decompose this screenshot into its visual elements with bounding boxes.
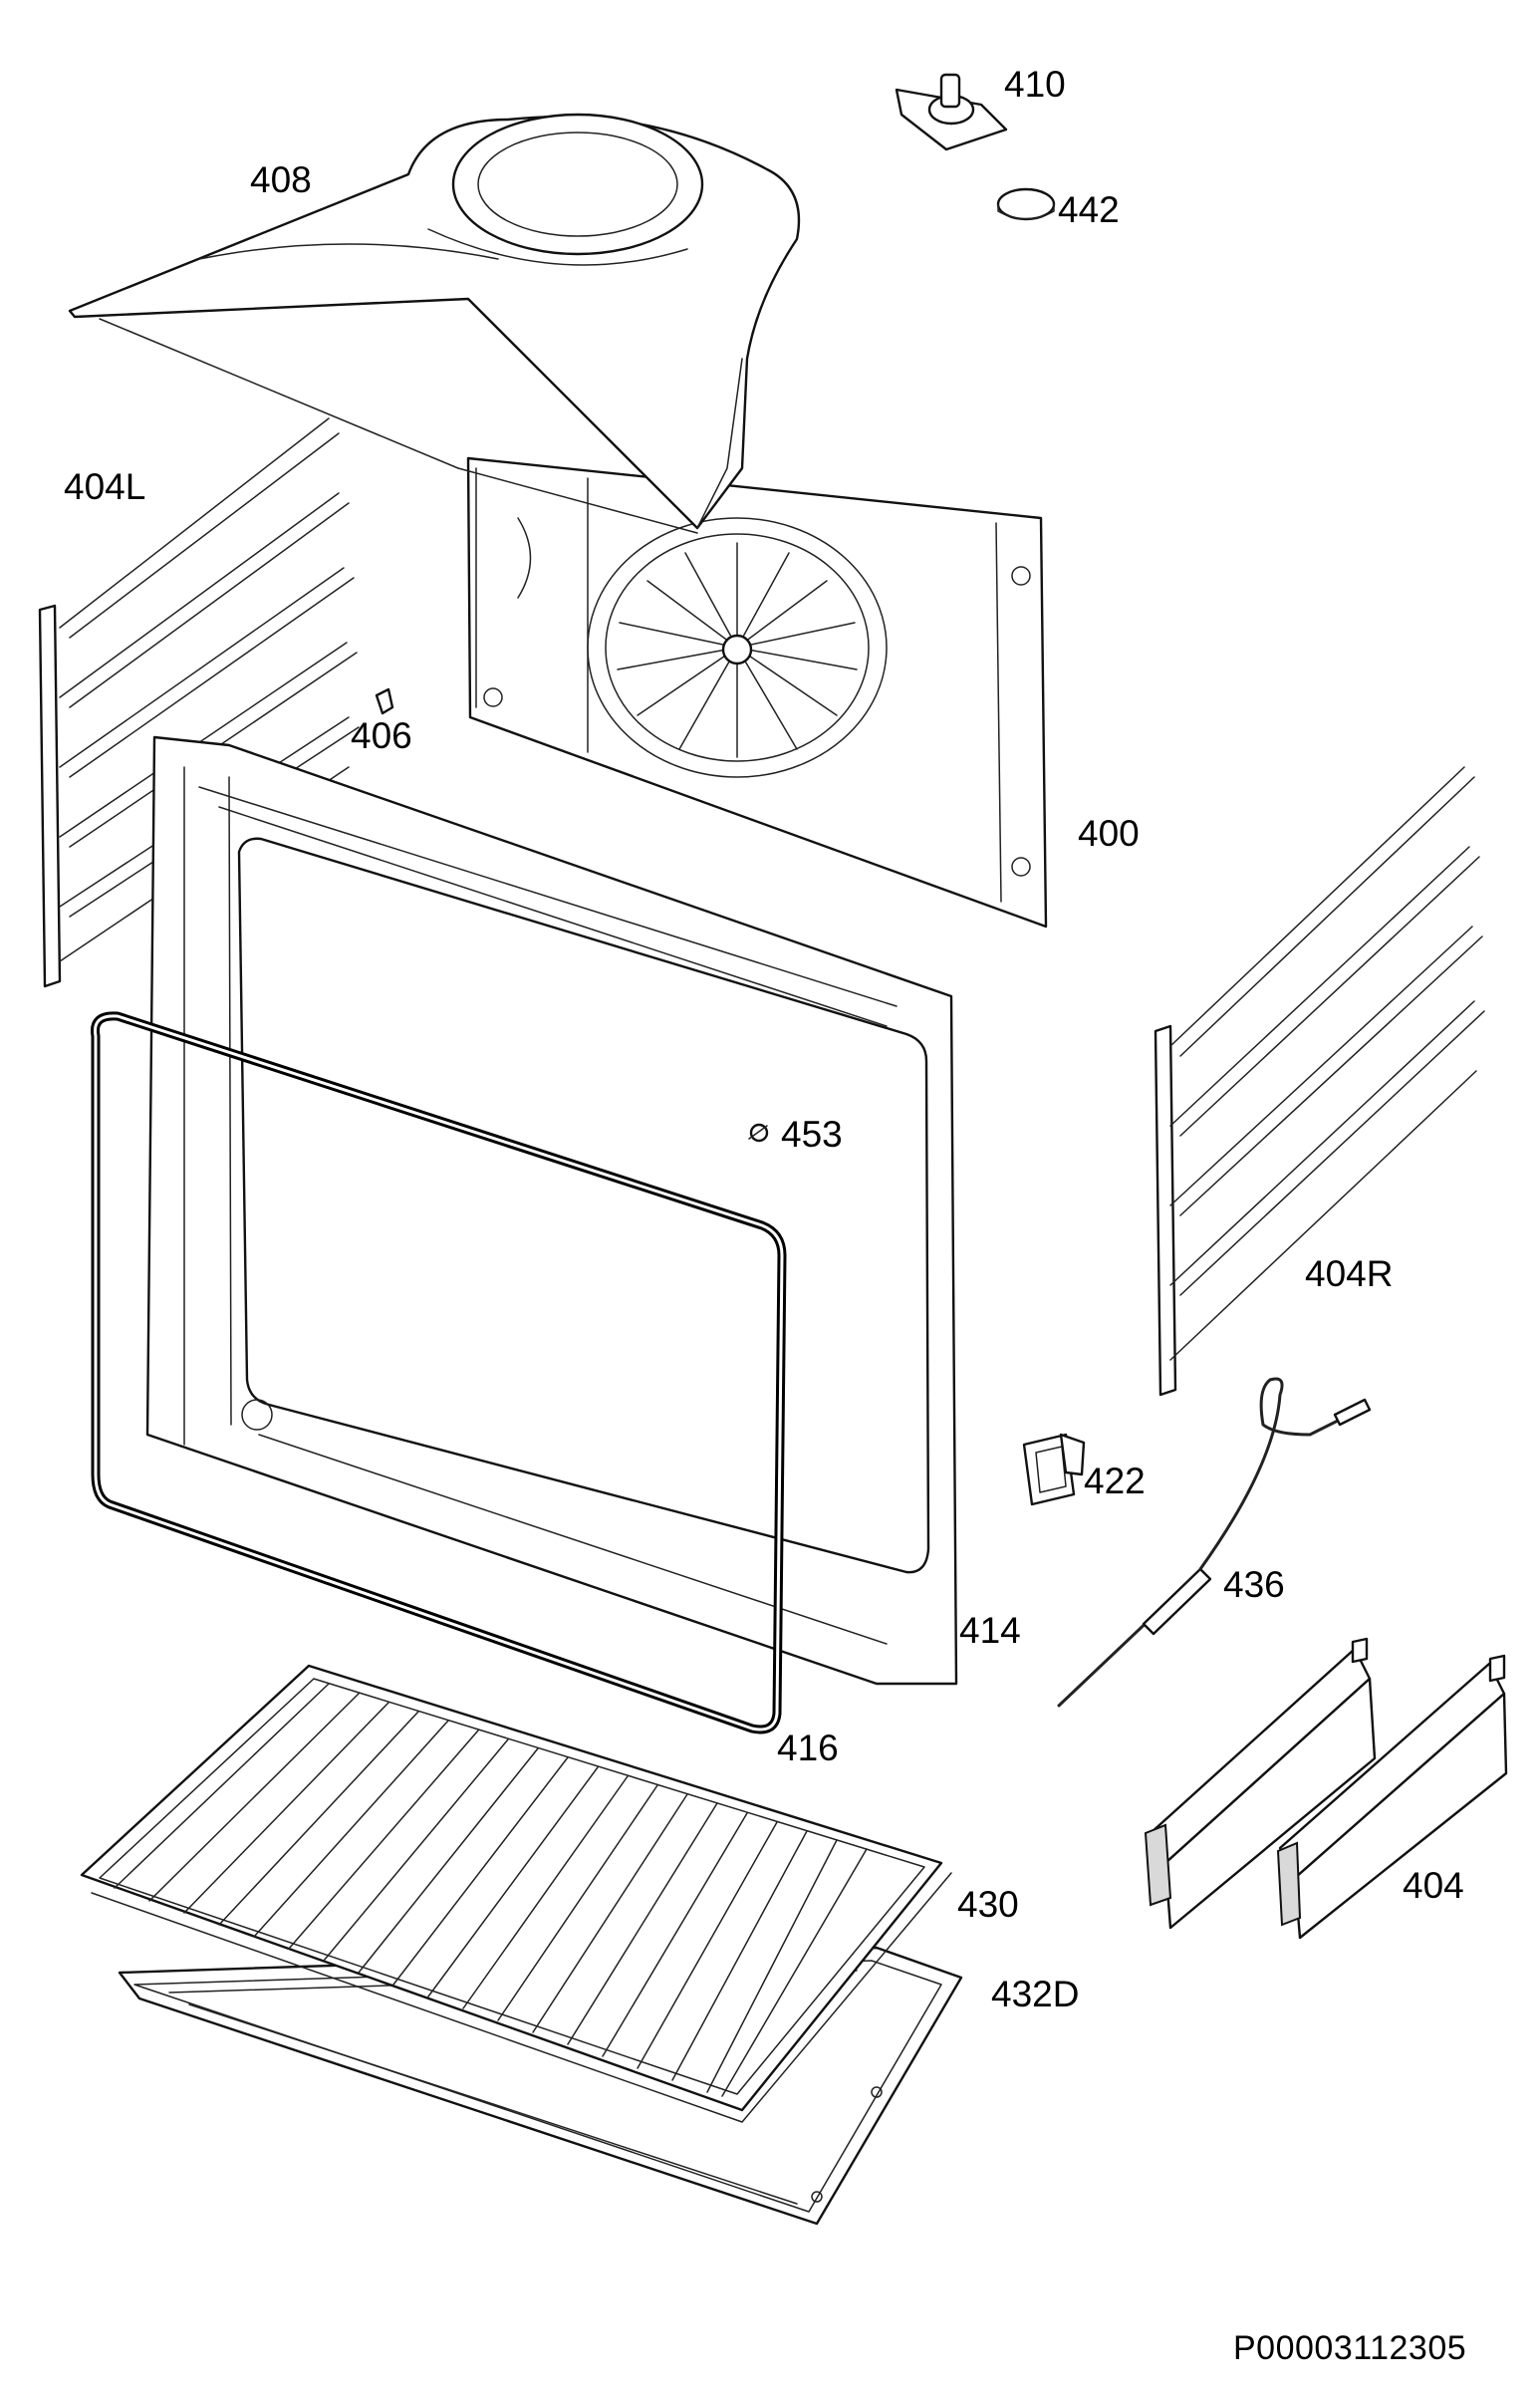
part-422-lamp-holder <box>1022 1433 1086 1506</box>
fan-grille <box>617 542 858 758</box>
label-430: 430 <box>957 1884 1019 1925</box>
label-436: 436 <box>1223 1564 1285 1605</box>
part-404-telescopic-runners <box>1144 1637 1508 1940</box>
label-410: 410 <box>1004 64 1066 105</box>
label-404l: 404L <box>64 466 146 507</box>
part-453-screw <box>748 1123 769 1143</box>
label-442: 442 <box>1058 189 1120 230</box>
part-416-door-gasket <box>90 1011 787 1734</box>
part-406-clip <box>375 687 394 715</box>
part-404l-left-shelf-runner <box>38 417 360 988</box>
label-404r: 404R <box>1305 1253 1394 1294</box>
part-408-top-cover <box>68 113 801 534</box>
label-400: 400 <box>1078 813 1140 854</box>
part-442-disc <box>996 187 1056 221</box>
part-436-temperature-probe <box>1057 1377 1372 1708</box>
part-410-fan-motor-mount <box>895 73 1008 151</box>
label-453: 453 <box>781 1114 843 1155</box>
label-406: 406 <box>351 715 412 756</box>
label-432d: 432D <box>991 1974 1080 2014</box>
drawing-code: P00003112305 <box>1233 2329 1467 2367</box>
label-408: 408 <box>250 159 312 200</box>
part-414-door-frame <box>145 735 958 1686</box>
label-416: 416 <box>777 1728 839 1768</box>
label-422: 422 <box>1084 1461 1146 1501</box>
label-414: 414 <box>959 1610 1021 1651</box>
label-404: 404 <box>1403 1865 1464 1906</box>
part-400-back-panel <box>466 456 1048 929</box>
part-404r-right-shelf-runner <box>1154 766 1485 1397</box>
part-430-grill-rack <box>80 1664 952 2123</box>
